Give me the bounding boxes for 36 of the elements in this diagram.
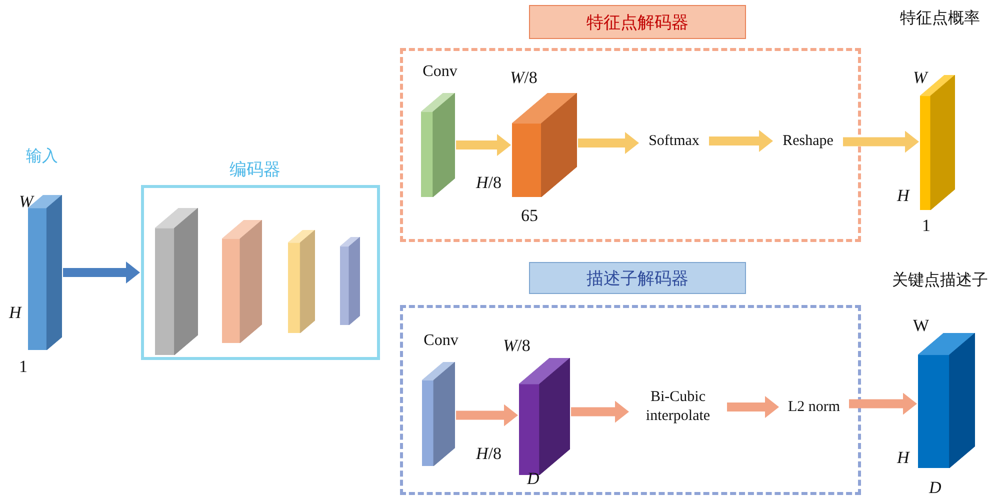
arrow (849, 392, 917, 415)
title-tag: 特征点解码器 (529, 5, 746, 39)
dimension-label: W (19, 192, 34, 212)
dimension-label: W (913, 68, 928, 88)
group-title: 编码器 (228, 158, 282, 181)
arrow (571, 400, 629, 423)
block-label: Conv (422, 331, 460, 351)
dimension-label: H/8 (476, 173, 502, 193)
dimension-label: D (929, 478, 942, 498)
arrow (843, 130, 919, 153)
arrow (727, 396, 779, 418)
dimension-label: H (897, 186, 910, 206)
operation-label: Reshape (774, 131, 842, 151)
title-tag: 描述子解码器 (529, 262, 746, 294)
arrow (456, 134, 511, 156)
operation-label: Softmax (640, 131, 708, 151)
arrow (709, 130, 773, 152)
arrow (63, 262, 140, 284)
dimension-label: W/8 (503, 336, 530, 356)
dimension-label: H/8 (476, 444, 502, 464)
dimension-label: H (9, 303, 22, 323)
dimension-label: 1 (922, 216, 930, 236)
block-label: 输入 (25, 146, 59, 166)
block-label: Conv (422, 62, 458, 82)
dimension-label: 65 (521, 206, 538, 226)
block-label: 特征点概率 (899, 8, 981, 28)
operation-label: L2 norm (780, 397, 848, 417)
block-label: 关键点描述子 (891, 270, 989, 290)
dimension-label: H (897, 448, 910, 468)
dimension-label: D (527, 469, 540, 489)
arrow (578, 132, 639, 154)
operation-label: Bi-Cubic interpolate (630, 386, 726, 428)
dimension-label: W/8 (510, 68, 538, 88)
dimension-label: 1 (19, 357, 28, 377)
dimension-label: W (913, 316, 930, 336)
arrow (456, 404, 518, 426)
